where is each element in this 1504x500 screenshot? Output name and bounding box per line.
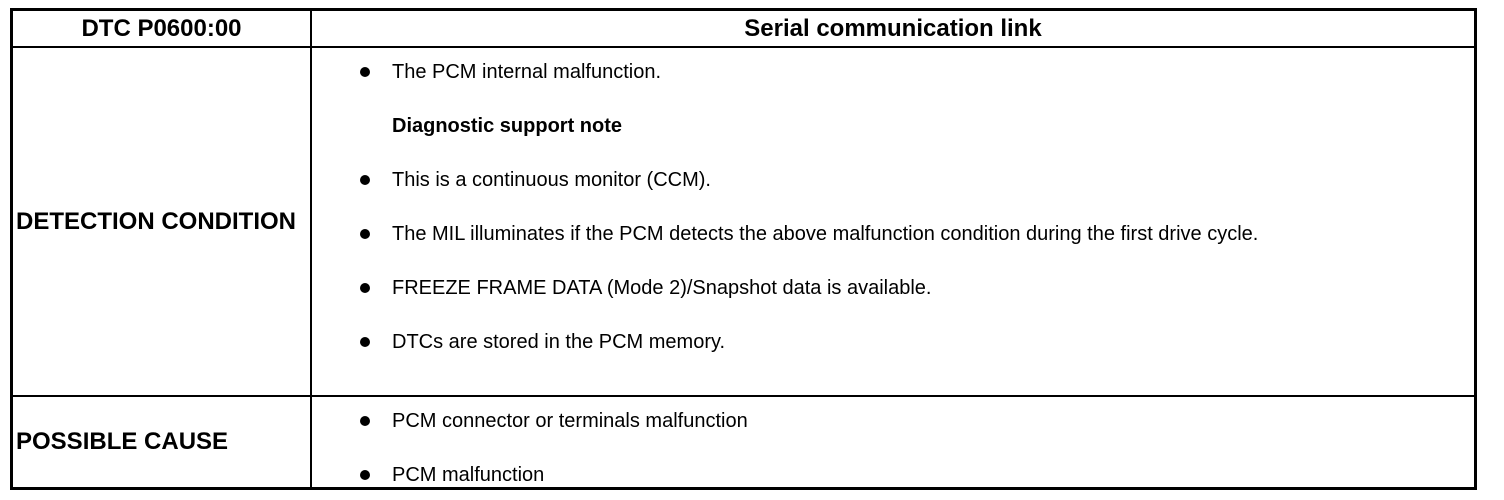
list-item-text: PCM malfunction bbox=[392, 464, 545, 486]
list-item-text: This is a continuous monitor (CCM). bbox=[392, 169, 711, 191]
dtc-code-text: DTC P0600:00 bbox=[81, 14, 242, 42]
dtc-code-cell: DTC P0600:00 bbox=[13, 11, 312, 48]
subheading-text: Diagnostic support note bbox=[392, 115, 622, 137]
list-item: FREEZE FRAME DATA (Mode 2)/Snapshot data… bbox=[360, 272, 1404, 304]
dtc-table: DTC P0600:00 Serial communication link D… bbox=[10, 8, 1477, 490]
bullet-icon bbox=[360, 229, 370, 239]
list-item-text: PCM connector or terminals malfunction bbox=[392, 410, 748, 432]
list-item: The MIL illuminates if the PCM detects t… bbox=[360, 218, 1404, 250]
detection-condition-list: The PCM internal malfunction. Diagnostic… bbox=[312, 48, 1474, 358]
list-item-text: FREEZE FRAME DATA (Mode 2)/Snapshot data… bbox=[392, 277, 932, 299]
list-item-text: The PCM internal malfunction. bbox=[392, 61, 662, 83]
possible-cause-content-cell: PCM connector or terminals malfunction P… bbox=[312, 397, 1474, 487]
list-item-text: DTCs are stored in the PCM memory. bbox=[392, 331, 726, 353]
detection-condition-label: DETECTION CONDITION bbox=[16, 207, 296, 235]
list-item: DTCs are stored in the PCM memory. bbox=[360, 326, 1404, 358]
list-item: PCM connector or terminals malfunction bbox=[360, 405, 1404, 437]
possible-cause-list: PCM connector or terminals malfunction P… bbox=[312, 397, 1474, 487]
dtc-title-text: Serial communication link bbox=[744, 14, 1042, 42]
bullet-icon bbox=[360, 175, 370, 185]
detection-condition-label-cell: DETECTION CONDITION bbox=[13, 48, 312, 397]
possible-cause-label-cell: POSSIBLE CAUSE bbox=[13, 397, 312, 487]
detection-condition-content-cell: The PCM internal malfunction. Diagnostic… bbox=[312, 48, 1474, 397]
list-item: The PCM internal malfunction. bbox=[360, 56, 1404, 88]
bullet-icon bbox=[360, 337, 370, 347]
bullet-icon bbox=[360, 416, 370, 426]
dtc-title-cell: Serial communication link bbox=[312, 11, 1474, 48]
diagnostic-support-note-heading: Diagnostic support note bbox=[392, 110, 1404, 142]
bullet-icon bbox=[360, 67, 370, 77]
bullet-icon bbox=[360, 283, 370, 293]
list-item-text: The MIL illuminates if the PCM detects t… bbox=[392, 223, 1259, 245]
list-item: PCM malfunction bbox=[360, 459, 1404, 487]
list-item: This is a continuous monitor (CCM). bbox=[360, 164, 1404, 196]
bullet-icon bbox=[360, 470, 370, 480]
possible-cause-label: POSSIBLE CAUSE bbox=[16, 428, 229, 456]
